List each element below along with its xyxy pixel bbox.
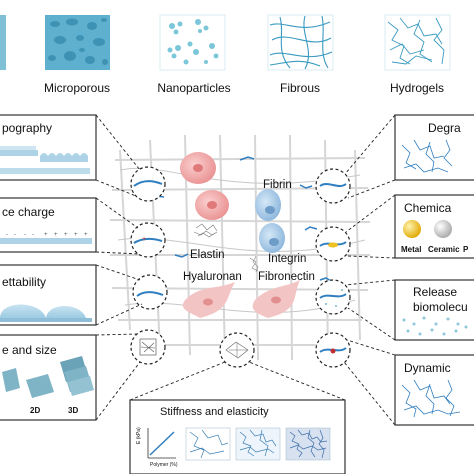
cells bbox=[180, 152, 300, 318]
ceramic-label: Ceramic bbox=[428, 245, 460, 254]
svg-text:-: - bbox=[24, 232, 26, 238]
dimension-2d-label: 2D bbox=[30, 406, 40, 415]
nanoparticles-label: Nanoparticles bbox=[157, 81, 230, 95]
elastin-fiber-cluster bbox=[193, 223, 218, 238]
dynamic-title: Dynamic bbox=[404, 361, 451, 375]
nanoparticles-thumbnail bbox=[159, 14, 226, 71]
svg-text:+: + bbox=[44, 232, 48, 238]
release-particles bbox=[402, 316, 468, 336]
svg-text:-: - bbox=[14, 232, 16, 238]
chemical-third-label: P bbox=[463, 245, 469, 254]
stiffness-network-series bbox=[185, 427, 331, 461]
zoom-circle-topography bbox=[130, 166, 166, 202]
metal-sphere bbox=[403, 220, 421, 238]
stiffness-x-axis-label: Polymer (%) bbox=[150, 462, 178, 468]
integrin-label: Integrin bbox=[268, 253, 306, 265]
wettability-title: ettability bbox=[2, 275, 46, 289]
fibrous-label: Fibrous bbox=[280, 81, 320, 95]
dimension-3d-label: 3D bbox=[68, 406, 78, 415]
svg-text:-: - bbox=[32, 232, 34, 238]
chemical-title: Chemica bbox=[404, 201, 452, 215]
topography-profile bbox=[0, 146, 90, 174]
fibrin-label: Fibrin bbox=[263, 179, 292, 191]
elastin-label: Elastin bbox=[190, 249, 225, 261]
svg-text:+: + bbox=[54, 232, 58, 238]
wettability-droplets bbox=[0, 304, 92, 322]
ceramic-sphere bbox=[434, 220, 452, 238]
hydrogels-thumbnail bbox=[384, 14, 451, 71]
zoom-circle-charge bbox=[130, 222, 166, 258]
stiffness-mini-plot: E (kPa) Polymer (%) bbox=[136, 427, 178, 468]
dynamic-network bbox=[401, 379, 461, 418]
surface-charge-illustration: ---- +++++ bbox=[0, 232, 92, 244]
release-title-line1: Release bbox=[413, 285, 457, 299]
surface-charge-title: ce charge bbox=[2, 205, 55, 219]
metal-label: Metal bbox=[401, 245, 421, 254]
zoom-circle-contents: + bbox=[133, 180, 347, 359]
connector-lines bbox=[95, 114, 396, 426]
porous-thumbnail bbox=[0, 15, 6, 70]
right-panels: Degra Chemica Metal Ceramic P Release bi… bbox=[394, 114, 474, 426]
fibronectin-label: Fibronectin bbox=[258, 271, 315, 283]
degradation-network bbox=[401, 139, 453, 173]
blue-cell-2 bbox=[259, 223, 285, 253]
dynamic-panel bbox=[394, 354, 474, 426]
blue-cell-1 bbox=[255, 189, 281, 221]
topography-title: pography bbox=[2, 121, 52, 135]
svg-text:+: + bbox=[84, 232, 88, 238]
shape-size-title: e and size bbox=[2, 343, 57, 357]
hyaluronan-cluster bbox=[249, 255, 259, 273]
svg-text:-: - bbox=[6, 232, 8, 238]
left-panels: pography ce charge ---- +++++ ettability bbox=[0, 114, 97, 421]
stiffness-title: Stiffness and elasticity bbox=[160, 406, 269, 418]
svg-text:+: + bbox=[142, 236, 146, 243]
degradation-title: Degra bbox=[428, 121, 461, 135]
release-title-line2: biomolecu bbox=[413, 300, 468, 314]
stiffness-panel: Stiffness and elasticity E (kPa) Polymer… bbox=[129, 399, 346, 474]
microporous-label: Microporous bbox=[44, 81, 110, 95]
svg-text:+: + bbox=[74, 232, 78, 238]
stiffness-y-axis-label: E (kPa) bbox=[136, 427, 142, 444]
ecm-molecules bbox=[149, 156, 332, 343]
microporous-thumbnail bbox=[45, 15, 110, 70]
hyaluronan-label: Hyaluronan bbox=[183, 271, 242, 283]
scaffold-type-row: Microporous Nanoparticles bbox=[0, 14, 451, 95]
svg-text:+: + bbox=[64, 232, 68, 238]
fibrous-thumbnail bbox=[267, 14, 334, 71]
shape-size-illustration bbox=[2, 356, 94, 398]
hydrogels-label: Hydrogels bbox=[390, 81, 444, 95]
